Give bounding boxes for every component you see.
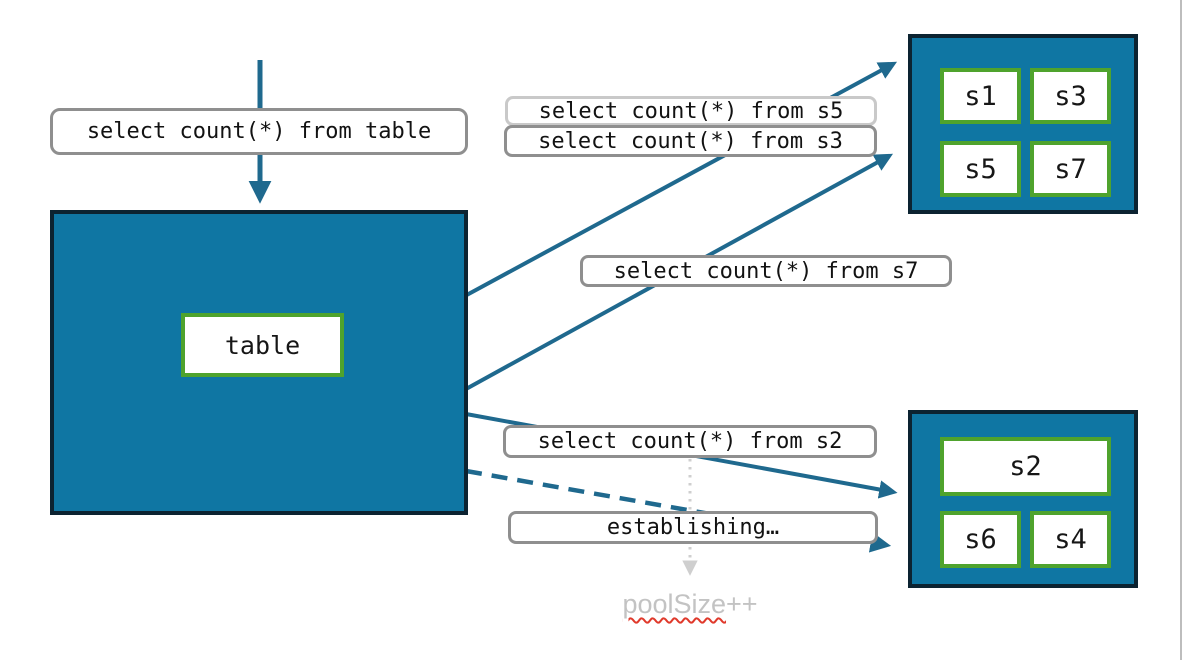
table-label-box: table	[181, 313, 344, 377]
poolsize-note: poolSize++	[622, 589, 757, 620]
shard-s6: s6	[940, 511, 1021, 568]
shard-s4: s4	[1030, 511, 1111, 568]
label-query-table: select count(*) from table	[50, 108, 468, 155]
label-establishing: establishing…	[508, 511, 878, 544]
shard-pool-bottom: s2 s6 s4	[908, 410, 1138, 588]
shard-s2: s2	[940, 437, 1111, 496]
shard-s7: s7	[1030, 141, 1111, 197]
slide-right-edge	[1180, 0, 1182, 660]
poolsize-note-flagged-word: poolSize	[622, 589, 727, 619]
shard-s3: s3	[1030, 68, 1111, 124]
poolsize-note-suffix: ++	[726, 589, 758, 619]
label-query-s3: select count(*) from s3	[504, 125, 877, 157]
shard-s1: s1	[940, 68, 1021, 124]
label-query-s5: select count(*) from s5	[505, 96, 877, 126]
table-node: table	[50, 210, 468, 515]
shard-s5: s5	[940, 141, 1021, 197]
label-query-s2: select count(*) from s2	[503, 425, 877, 458]
label-query-s7: select count(*) from s7	[580, 255, 952, 287]
shard-pool-top: s1 s3 s5 s7	[908, 34, 1138, 214]
